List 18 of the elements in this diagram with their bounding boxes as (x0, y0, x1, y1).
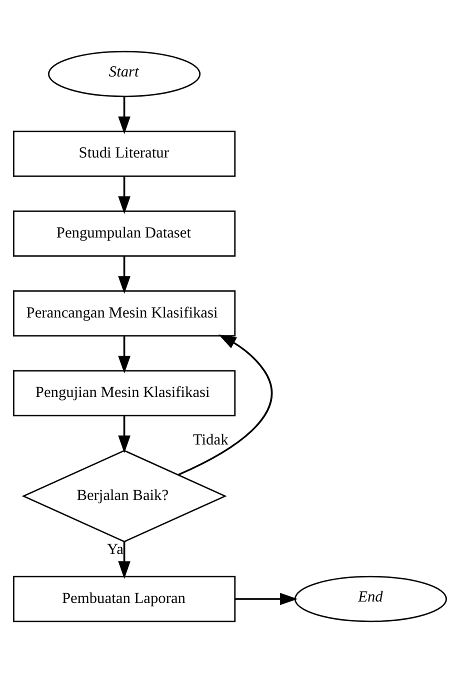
arrow (118, 542, 130, 579)
arrow (118, 336, 130, 374)
edge-label: Ya (106, 541, 124, 558)
node-box: Pengujian Mesin Klasifikasi (13, 370, 236, 416)
node-ellipse: Start (48, 50, 201, 98)
node-box: Pengumpulan Dataset (13, 210, 236, 257)
arrow (178, 334, 273, 476)
arrow (118, 176, 130, 214)
arrow (118, 416, 130, 454)
node-box: Studi Literatur (13, 130, 236, 177)
node-diamond: Berjalan Baik? (22, 450, 227, 542)
node-box: Pembuatan Laporan (13, 576, 236, 622)
arrow (118, 96, 130, 134)
node-box: Perancangan Mesin Klasifikasi (13, 290, 236, 336)
arrow (118, 256, 130, 294)
node-ellipse: End (294, 576, 447, 622)
edge-label: Tidak (192, 431, 228, 448)
arrow (234, 592, 298, 606)
